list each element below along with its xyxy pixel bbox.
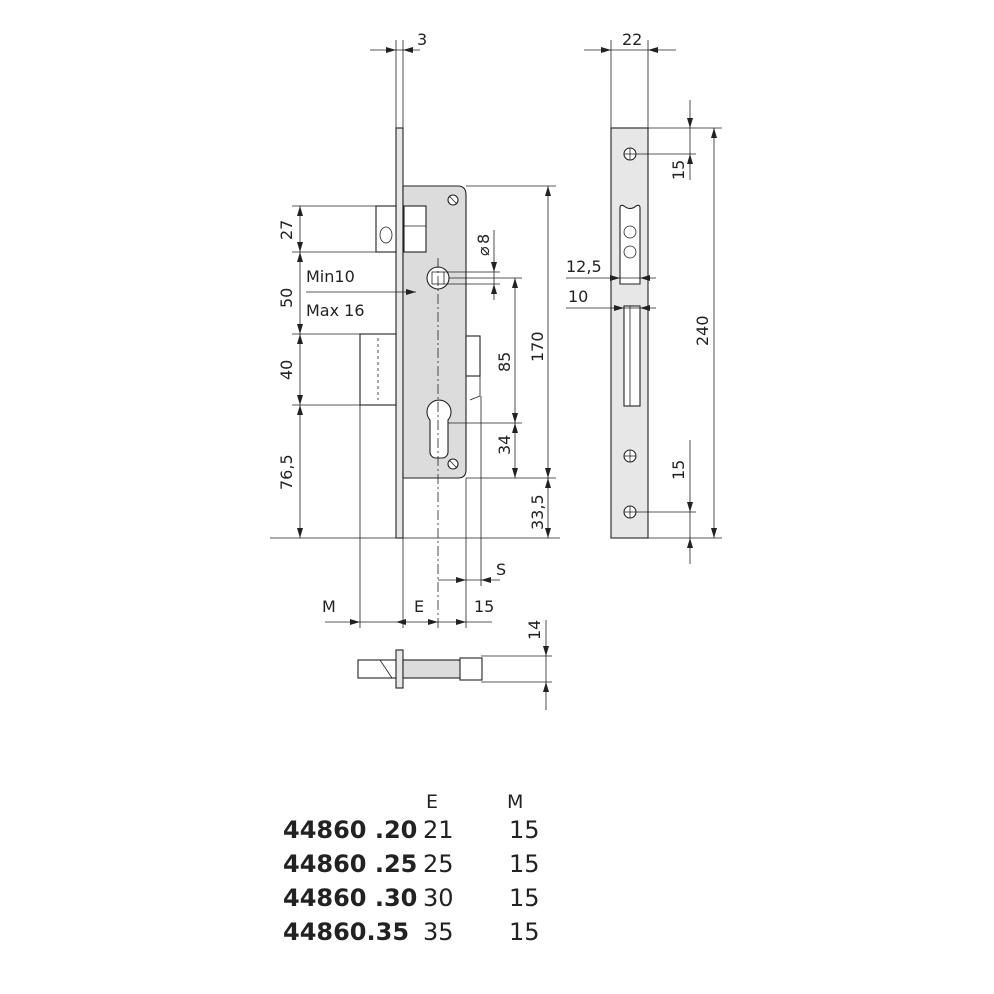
- latch-bolt: [375, 205, 397, 253]
- model-code: 44860 .25: [283, 850, 418, 878]
- latch-tail: [403, 205, 427, 253]
- e-value: 25: [423, 850, 454, 878]
- header-m: M: [507, 791, 524, 813]
- cylinder-hole: [426, 399, 452, 459]
- dim-faceplate-width: 22: [622, 30, 642, 49]
- dim-latch-to-follower: 50: [277, 288, 296, 308]
- dim-screw-offset-bottom: 15: [669, 460, 688, 480]
- top-view: [357, 620, 552, 710]
- dim-label-m: M: [322, 597, 336, 616]
- faceplate-side: [395, 127, 404, 539]
- lock-case: [402, 185, 467, 479]
- dim-case-depth: 15: [474, 597, 494, 616]
- m-value: 15: [509, 918, 540, 946]
- dim-latch-height: 27: [277, 220, 296, 240]
- dim-label-e: E: [414, 597, 424, 616]
- dimension-labels: 3 22 27 50 40 76,5 Min10 Max 16 ⌀ 8 170 …: [277, 30, 712, 640]
- dim-max: Max 16: [306, 301, 365, 320]
- m-value: 15: [509, 816, 540, 844]
- dim-screw-offset-top: 15: [669, 160, 688, 180]
- dim-case-bottom-offset: 33,5: [528, 494, 547, 530]
- e-value: 21: [423, 816, 454, 844]
- dim-faceplate-length: 240: [693, 315, 712, 346]
- latch-opening: [619, 204, 641, 285]
- m-value: 15: [509, 850, 540, 878]
- dim-centre-distance: 85: [495, 352, 514, 372]
- follower-square-symbol: ⌀: [474, 246, 493, 256]
- e-value: 30: [423, 884, 454, 912]
- dim-case-height: 170: [528, 331, 547, 362]
- front-view: [270, 40, 560, 628]
- e-value: 35: [423, 918, 454, 946]
- header-e: E: [426, 791, 439, 813]
- dim-cylinder-to-edge: 34: [495, 435, 514, 455]
- dim-follower-square: 8: [474, 234, 493, 244]
- dim-bottom-offset: 76,5: [277, 454, 296, 490]
- m-value: 15: [509, 884, 540, 912]
- dim-faceplate-thickness: 3: [417, 30, 427, 49]
- dim-deadbolt-height: 40: [277, 360, 296, 380]
- model-code: 44860 .30: [283, 884, 418, 912]
- dim-top-view-height: 14: [525, 620, 544, 640]
- faceplate-view: [566, 40, 722, 564]
- dim-slot-inner: 10: [568, 287, 588, 306]
- dim-label-s: S: [496, 560, 506, 579]
- model-code: 44860.35: [283, 918, 410, 946]
- deadbolt-opening: [623, 305, 641, 407]
- top-faceplate: [395, 649, 404, 689]
- top-latch: [357, 659, 399, 679]
- dim-slot-width: 12,5: [566, 257, 602, 276]
- dim-min: Min10: [306, 267, 355, 286]
- latch-notch: [379, 226, 393, 244]
- model-code: 44860 .20: [283, 816, 418, 844]
